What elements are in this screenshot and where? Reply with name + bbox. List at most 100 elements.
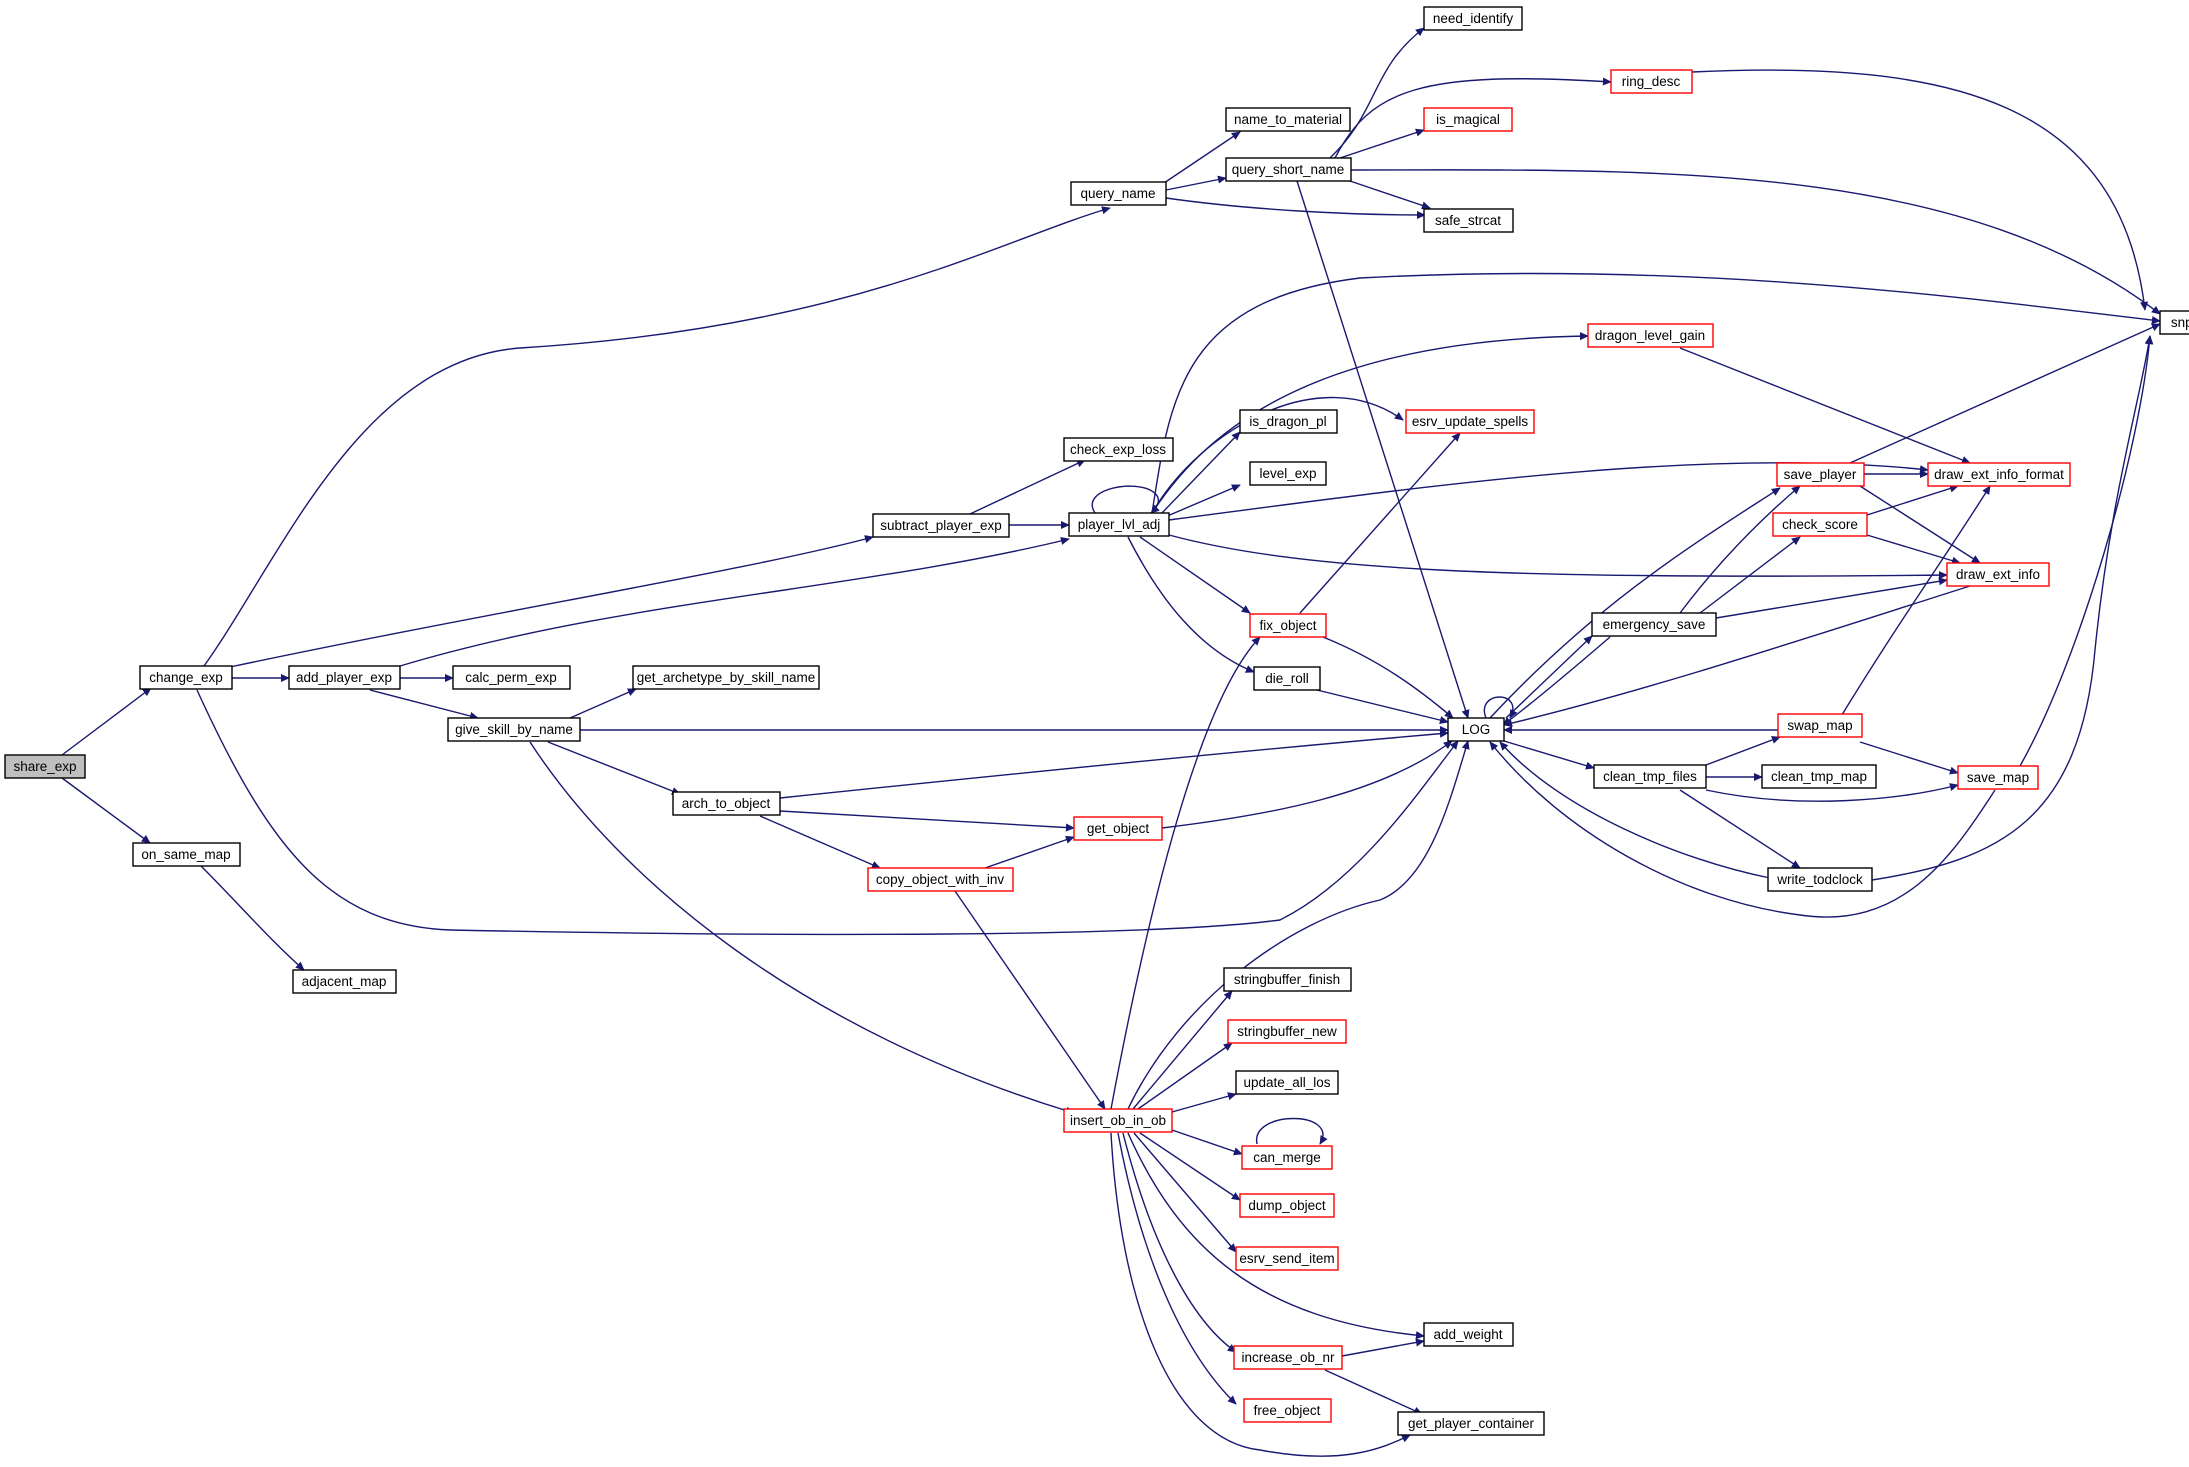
node-query_name[interactable]: query_name	[1070, 181, 1167, 206]
node-arch_to_object[interactable]: arch_to_object	[672, 791, 781, 816]
edge-emergency_save-save_player	[1679, 485, 1801, 614]
edge-arch_to_object-copy_object_with_inv	[759, 815, 881, 869]
node-level_exp[interactable]: level_exp	[1249, 461, 1327, 486]
node-label: calc_perm_exp	[465, 670, 557, 685]
node-dump_object[interactable]: dump_object	[1239, 1193, 1335, 1218]
node-label: is_magical	[1436, 112, 1500, 127]
edge-emergency_save-check_score	[1699, 536, 1801, 614]
node-draw_ext_info_format[interactable]: draw_ext_info_format	[1927, 462, 2071, 487]
edge-fix_object-LOG	[1322, 636, 1454, 719]
edge-insert_ob_in_ob-dump_object	[1139, 1132, 1241, 1201]
nodes: share_exp change_exp on_same_map adjacen…	[4, 6, 2189, 1436]
node-give_skill_by_name[interactable]: give_skill_by_name	[447, 717, 581, 742]
node-player_lvl_adj[interactable]: player_lvl_adj	[1068, 512, 1170, 537]
edge-insert_ob_in_ob-add_weight	[1127, 1132, 1425, 1340]
node-label: emergency_save	[1603, 617, 1706, 632]
node-label: insert_ob_in_ob	[1070, 1113, 1166, 1128]
edge-check_score-draw_ext_info_format	[1866, 484, 1959, 516]
node-get_archetype_by_skill_name[interactable]: get_archetype_by_skill_name	[632, 665, 820, 690]
edge-clean_tmp_files-write_todclock	[1679, 789, 1801, 869]
node-clean_tmp_map[interactable]: clean_tmp_map	[1761, 764, 1877, 789]
node-add_player_exp[interactable]: add_player_exp	[288, 665, 401, 690]
node-check_exp_loss[interactable]: check_exp_loss	[1063, 437, 1174, 462]
node-esrv_send_item[interactable]: esrv_send_item	[1235, 1246, 1339, 1271]
edge-add_player_exp-give_skill_by_name	[369, 689, 479, 720]
edge-query_short_name-ring_desc	[1334, 77, 1612, 159]
node-on_same_map[interactable]: on_same_map	[132, 842, 241, 867]
node-stringbuffer_new[interactable]: stringbuffer_new	[1227, 1019, 1347, 1044]
node-label: update_all_los	[1243, 1075, 1330, 1090]
node-insert_ob_in_ob[interactable]: insert_ob_in_ob	[1063, 1108, 1173, 1133]
node-label: share_exp	[13, 759, 76, 774]
edge-player_lvl_adj-snprintf	[1151, 272, 2161, 514]
edge-subtract_player_exp-check_exp_loss	[969, 459, 1086, 515]
node-ring_desc[interactable]: ring_desc	[1610, 69, 1693, 94]
edge-save_player-draw_ext_info	[1859, 485, 1981, 564]
node-write_todclock[interactable]: write_todclock	[1767, 867, 1873, 892]
node-is_magical[interactable]: is_magical	[1423, 107, 1513, 132]
node-LOG[interactable]: LOG	[1447, 717, 1505, 742]
edge-query_short_name-is_magical	[1339, 128, 1425, 159]
edge-player_lvl_adj-level_exp	[1164, 484, 1241, 518]
node-save_map[interactable]: save_map	[1957, 765, 2039, 790]
node-share_exp[interactable]: share_exp	[4, 754, 86, 779]
node-label: clean_tmp_map	[1771, 769, 1867, 784]
node-update_all_los[interactable]: update_all_los	[1235, 1070, 1339, 1095]
node-esrv_update_spells[interactable]: esrv_update_spells	[1405, 409, 1535, 434]
node-check_score[interactable]: check_score	[1772, 512, 1868, 537]
node-can_merge[interactable]: can_merge	[1241, 1145, 1333, 1170]
node-calc_perm_exp[interactable]: calc_perm_exp	[452, 665, 571, 690]
node-name_to_material[interactable]: name_to_material	[1225, 107, 1351, 132]
node-increase_ob_nr[interactable]: increase_ob_nr	[1233, 1345, 1343, 1370]
edge-player_lvl_adj-fix_object	[1139, 536, 1251, 614]
node-emergency_save[interactable]: emergency_save	[1591, 612, 1717, 637]
node-label: stringbuffer_finish	[1234, 972, 1340, 987]
edge-write_todclock-snprintf	[1871, 335, 2153, 881]
edge-on_same_map-adjacent_map	[199, 864, 305, 971]
node-snprintf[interactable]: snprintf	[2159, 310, 2189, 335]
edge-check_score-draw_ext_info	[1866, 534, 1961, 565]
node-get_object[interactable]: get_object	[1073, 816, 1163, 841]
node-clean_tmp_files[interactable]: clean_tmp_files	[1593, 764, 1707, 789]
node-free_object[interactable]: free_object	[1243, 1398, 1332, 1423]
node-label: on_same_map	[141, 847, 230, 862]
node-query_short_name[interactable]: query_short_name	[1225, 157, 1352, 182]
node-stringbuffer_finish[interactable]: stringbuffer_finish	[1223, 967, 1352, 992]
edge-arch_to_object-get_object	[779, 810, 1075, 832]
edge-query_name-safe_strcat	[1165, 197, 1426, 220]
edge-query_name-query_short_name	[1165, 175, 1227, 191]
node-label: die_roll	[1265, 671, 1309, 686]
edge-save_map-snprintf	[2019, 335, 2154, 767]
node-label: give_skill_by_name	[455, 722, 573, 737]
edge-LOG-clean_tmp_files	[1503, 740, 1595, 770]
edge-change_exp-query_name	[203, 206, 1111, 667]
node-get_player_container[interactable]: get_player_container	[1397, 1411, 1545, 1436]
node-is_dragon_pl[interactable]: is_dragon_pl	[1239, 409, 1338, 434]
node-safe_strcat[interactable]: safe_strcat	[1423, 208, 1514, 233]
edge-save_player-snprintf	[1849, 323, 2161, 464]
node-subtract_player_exp[interactable]: subtract_player_exp	[872, 513, 1010, 538]
node-change_exp[interactable]: change_exp	[139, 665, 233, 690]
edge-insert_ob_in_ob-free_object	[1117, 1132, 1237, 1405]
node-swap_map[interactable]: swap_map	[1777, 713, 1863, 738]
node-need_identify[interactable]: need_identify	[1423, 6, 1523, 31]
node-label: is_dragon_pl	[1249, 414, 1326, 429]
node-label: LOG	[1462, 722, 1491, 737]
node-die_roll[interactable]: die_roll	[1253, 666, 1321, 691]
node-add_weight[interactable]: add_weight	[1423, 1322, 1514, 1347]
edge-write_todclock-LOG	[1499, 741, 1771, 879]
edge-can_merge-self	[1256, 1117, 1328, 1145]
edge-add_player_exp-player_lvl_adj	[399, 536, 1070, 667]
node-copy_object_with_inv[interactable]: copy_object_with_inv	[867, 867, 1014, 892]
node-dragon_level_gain[interactable]: dragon_level_gain	[1587, 323, 1714, 348]
node-save_player[interactable]: save_player	[1776, 462, 1865, 487]
edge-swap_map-draw_ext_info_format	[1839, 485, 1991, 719]
node-adjacent_map[interactable]: adjacent_map	[292, 969, 397, 994]
node-draw_ext_info[interactable]: draw_ext_info	[1946, 562, 2050, 587]
node-fix_object[interactable]: fix_object	[1249, 613, 1327, 638]
edge-LOG-emergency_save	[1505, 635, 1593, 719]
edge-copy_object_with_inv-insert_ob_in_ob	[954, 890, 1106, 1110]
node-label: query_short_name	[1232, 162, 1345, 177]
node-label: safe_strcat	[1435, 213, 1501, 228]
node-label: dragon_level_gain	[1595, 328, 1705, 343]
